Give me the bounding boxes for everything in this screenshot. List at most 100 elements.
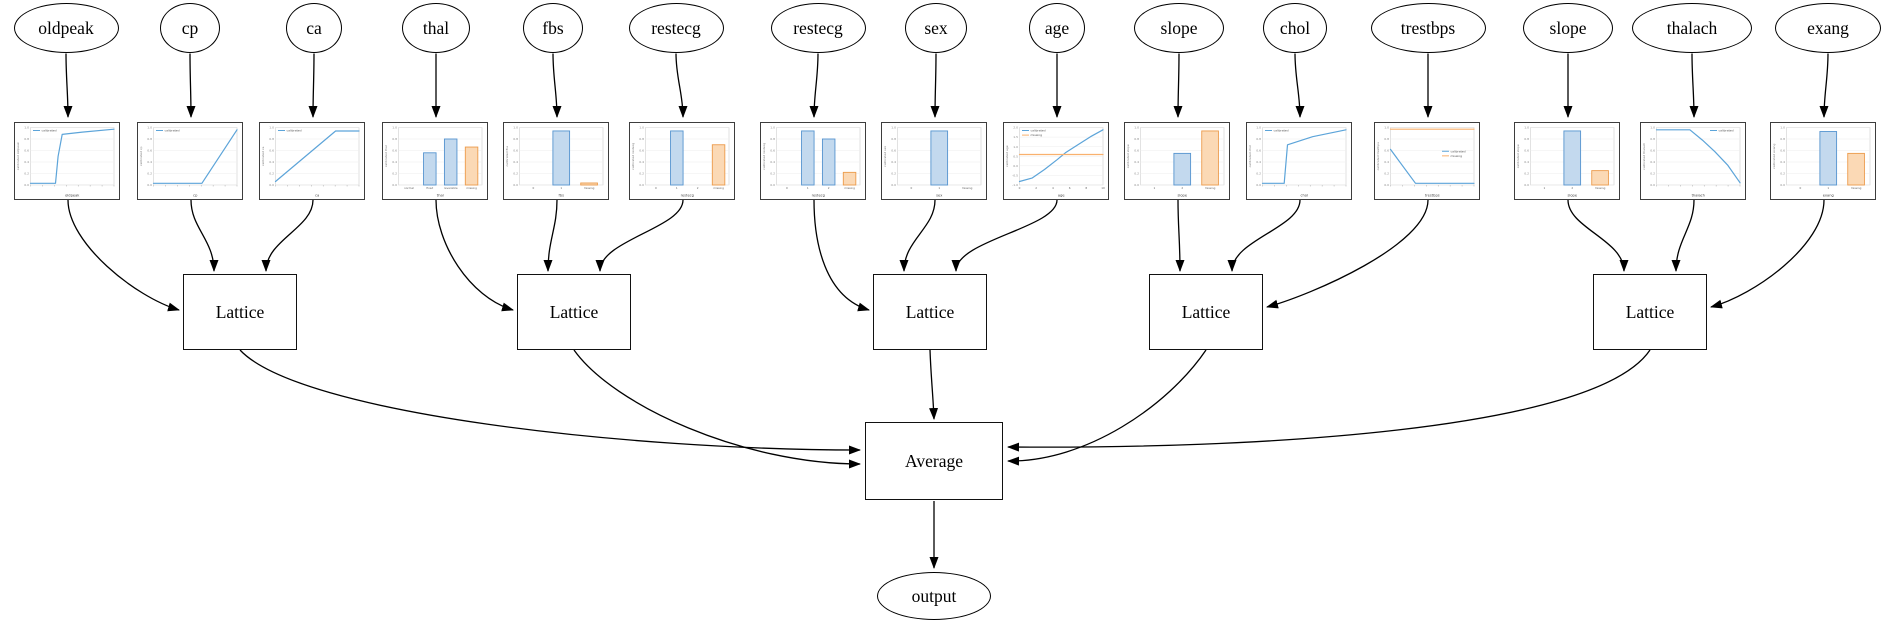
svg-text:0.0: 0.0 <box>1650 183 1655 187</box>
svg-text:restecg: restecg <box>812 194 825 198</box>
feature-label: slope <box>1549 17 1587 38</box>
feature-ellipse-slope-2: slope <box>1523 3 1613 53</box>
svg-text:0.5: 0.5 <box>1013 154 1018 158</box>
feature-label: thalach <box>1666 17 1718 38</box>
feature-ellipse-thalach: thalach <box>1632 3 1752 53</box>
svg-text:0.6: 0.6 <box>147 149 152 153</box>
svg-text:0: 0 <box>786 186 788 190</box>
svg-text:0: 0 <box>655 186 657 190</box>
feature-ellipse-restecg-2: restecg <box>770 3 866 53</box>
svg-text:0.0: 0.0 <box>1256 183 1261 187</box>
svg-text:0.0: 0.0 <box>1524 183 1529 187</box>
feature-ellipse-ca: ca <box>286 3 342 53</box>
svg-text:calibrated sex: calibrated sex <box>883 145 887 166</box>
svg-text:2: 2 <box>1572 186 1574 190</box>
svg-text:0.2: 0.2 <box>269 172 274 176</box>
svg-text:restecg: restecg <box>681 194 694 198</box>
svg-text:slope: slope <box>1568 194 1578 198</box>
svg-text:2.0: 2.0 <box>1013 126 1018 130</box>
svg-text:0.4: 0.4 <box>513 160 518 164</box>
svg-text:1: 1 <box>676 186 678 190</box>
svg-text:0.0: 0.0 <box>1780 183 1785 187</box>
svg-text:1.5: 1.5 <box>1013 135 1018 139</box>
svg-text:0.8: 0.8 <box>513 137 518 141</box>
svg-text:0.8: 0.8 <box>1524 137 1529 141</box>
svg-text:fbs: fbs <box>559 194 565 198</box>
svg-text:calibrated restecg: calibrated restecg <box>762 143 766 170</box>
svg-text:0.6: 0.6 <box>770 149 775 153</box>
svg-text:1.0: 1.0 <box>1780 126 1785 130</box>
feature-label: sex <box>924 17 948 38</box>
svg-text:0.4: 0.4 <box>639 160 644 164</box>
svg-text:exang: exang <box>1823 194 1834 198</box>
svg-text:0: 0 <box>911 186 913 190</box>
svg-text:1.0: 1.0 <box>891 126 896 130</box>
svg-text:6: 6 <box>1069 186 1071 190</box>
svg-text:1.0: 1.0 <box>1256 126 1261 130</box>
svg-text:0.6: 0.6 <box>513 149 518 153</box>
lattice-box-4: Lattice <box>1149 274 1263 350</box>
svg-text:0.4: 0.4 <box>1650 160 1655 164</box>
svg-text:0.0: 0.0 <box>770 183 775 187</box>
svg-text:calibrated: calibrated <box>42 129 57 133</box>
svg-text:1.0: 1.0 <box>513 126 518 130</box>
svg-text:0.8: 0.8 <box>639 137 644 141</box>
lattice-box-2: Lattice <box>517 274 631 350</box>
svg-text:1: 1 <box>1828 186 1830 190</box>
svg-text:0.6: 0.6 <box>1650 149 1655 153</box>
svg-text:0.6: 0.6 <box>891 149 896 153</box>
svg-text:sex: sex <box>936 194 943 198</box>
svg-text:0.6: 0.6 <box>1384 149 1389 153</box>
svg-text:0.6: 0.6 <box>1780 149 1785 153</box>
svg-text:missing: missing <box>1595 186 1606 190</box>
svg-text:0.0: 0.0 <box>513 183 518 187</box>
svg-text:calibrated: calibrated <box>287 129 302 133</box>
svg-text:cp: cp <box>193 194 198 198</box>
svg-text:calibrated thal: calibrated thal <box>384 145 388 167</box>
svg-text:0: 0 <box>533 186 535 190</box>
svg-text:0.8: 0.8 <box>1780 137 1785 141</box>
svg-text:calibrated oldpeak: calibrated oldpeak <box>16 142 20 170</box>
svg-text:missing: missing <box>1205 186 1216 190</box>
svg-text:1.0: 1.0 <box>1384 126 1389 130</box>
svg-text:0.8: 0.8 <box>392 137 397 141</box>
feature-ellipse-slope-1: slope <box>1134 3 1224 53</box>
feature-ellipse-exang: exang <box>1775 3 1881 53</box>
svg-text:0.2: 0.2 <box>1384 172 1389 176</box>
svg-text:0.2: 0.2 <box>147 172 152 176</box>
svg-text:4: 4 <box>1052 186 1054 190</box>
feature-ellipse-chol: chol <box>1263 3 1327 53</box>
svg-text:2: 2 <box>828 186 830 190</box>
svg-text:calibrated slope: calibrated slope <box>1516 144 1520 168</box>
svg-text:calibrated ca: calibrated ca <box>261 146 265 166</box>
svg-text:1: 1 <box>1154 186 1156 190</box>
svg-text:0.0: 0.0 <box>269 183 274 187</box>
feature-label: oldpeak <box>38 17 94 38</box>
svg-text:1.0: 1.0 <box>269 126 274 130</box>
svg-text:0.2: 0.2 <box>513 172 518 176</box>
svg-text:calibrated: calibrated <box>1451 149 1466 153</box>
svg-text:0.2: 0.2 <box>24 172 29 176</box>
svg-text:0.4: 0.4 <box>1780 160 1785 164</box>
svg-text:0.4: 0.4 <box>891 160 896 164</box>
svg-text:calibrated cp: calibrated cp <box>139 146 143 166</box>
feature-ellipse-trestbps: trestbps <box>1370 3 1486 53</box>
svg-text:missing: missing <box>1451 154 1463 158</box>
svg-text:0.4: 0.4 <box>770 160 775 164</box>
lattice-box-3: Lattice <box>873 274 987 350</box>
svg-text:8: 8 <box>1086 186 1088 190</box>
svg-text:0.4: 0.4 <box>147 160 152 164</box>
feature-ellipse-thal: thal <box>402 3 470 53</box>
svg-text:10: 10 <box>1101 186 1105 190</box>
feature-label: age <box>1044 17 1070 38</box>
svg-text:-1.0: -1.0 <box>1012 183 1018 187</box>
feature-label: exang <box>1807 17 1849 38</box>
svg-text:0.0: 0.0 <box>392 183 397 187</box>
svg-text:0.6: 0.6 <box>392 149 397 153</box>
